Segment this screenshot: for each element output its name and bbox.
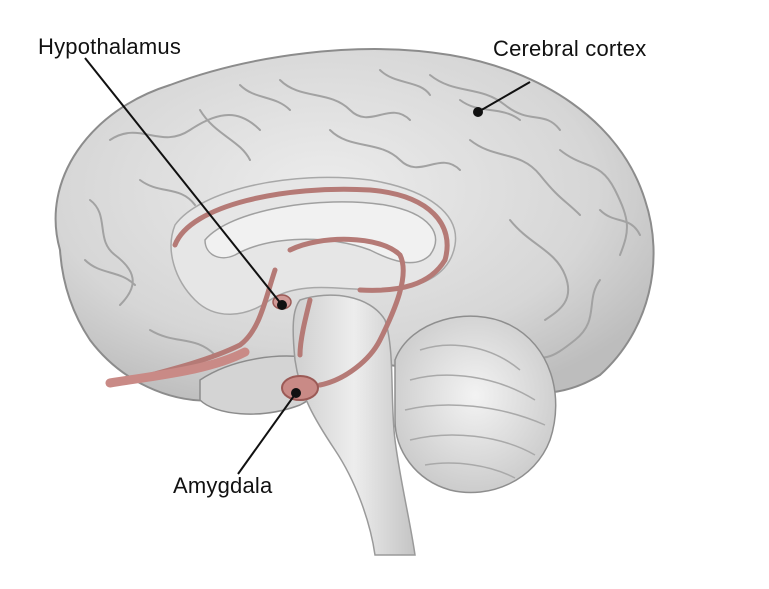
hypothalamus-label: Hypothalamus [38,34,182,59]
amygdala-structure [281,375,319,401]
cortex-sulci [84,69,641,359]
fornix-band [105,347,250,388]
cerebellum [394,315,557,494]
leader-lines [84,57,531,475]
corpus-callosum [204,201,437,264]
cerebellum-folia [404,344,546,479]
cerebral-cortex-label: Cerebral cortex [493,36,647,61]
amygdala-label: Amygdala [173,473,273,498]
